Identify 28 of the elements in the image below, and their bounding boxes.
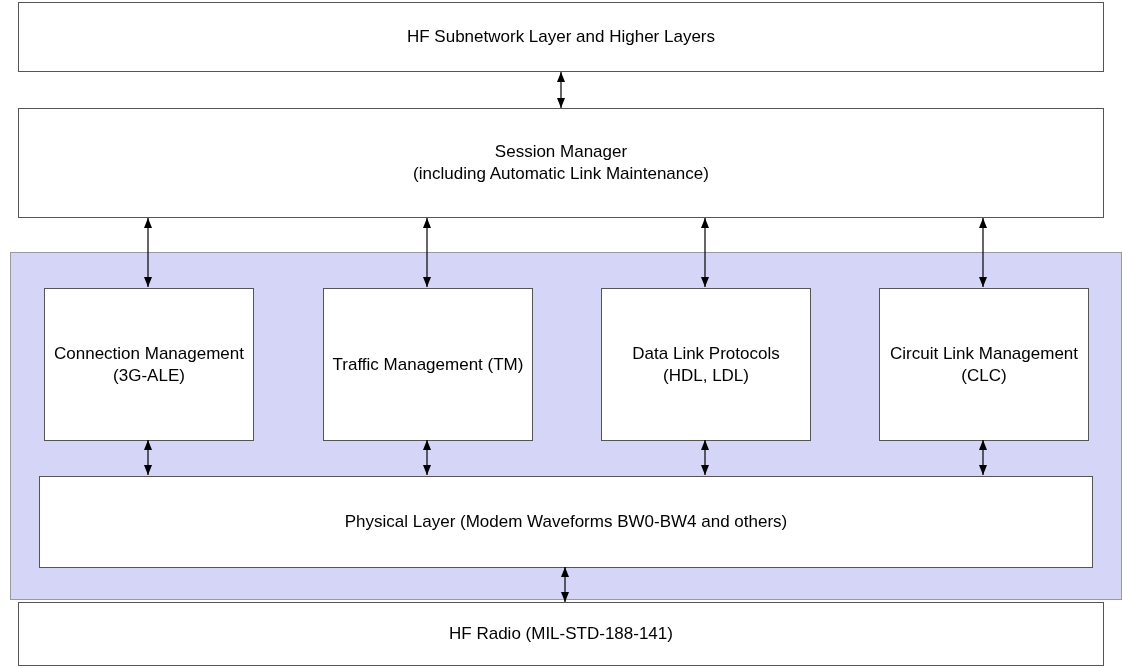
double-arrow (561, 566, 569, 603)
box-label: Traffic Management (TM) (331, 353, 525, 376)
box-label: (including Automatic Link Maintenance) (412, 163, 710, 185)
layer-box (44, 288, 254, 441)
layer-box (601, 288, 811, 441)
double-arrow (144, 439, 152, 476)
box-label: Session Manager (493, 141, 629, 163)
layer-box (18, 2, 1104, 72)
box-label: Physical Layer (Modem Waveforms BW0-BW4 and others) (343, 511, 789, 533)
layer-box (879, 288, 1089, 441)
layer-box (323, 288, 533, 441)
box-label: Connection Management (3G-ALE) (53, 342, 245, 387)
layer-box (18, 602, 1104, 666)
double-arrow (979, 439, 987, 476)
double-arrow (423, 439, 431, 476)
double-arrow (979, 217, 987, 288)
double-arrow (701, 217, 709, 288)
box-label: HF Radio (MIL-STD-188-141) (448, 623, 674, 645)
box-label: Circuit Link Management (CLC) (889, 342, 1079, 387)
group-panel (10, 252, 1122, 600)
double-arrow (557, 71, 565, 109)
box-label: HF Subnetwork Layer and Higher Layers (405, 26, 716, 48)
layer-box (39, 476, 1093, 568)
layer-box (18, 108, 1104, 218)
double-arrow (423, 217, 431, 288)
box-label: Data Link Protocols (HDL, LDL) (631, 342, 781, 387)
double-arrow (144, 217, 152, 288)
double-arrow (701, 439, 709, 476)
